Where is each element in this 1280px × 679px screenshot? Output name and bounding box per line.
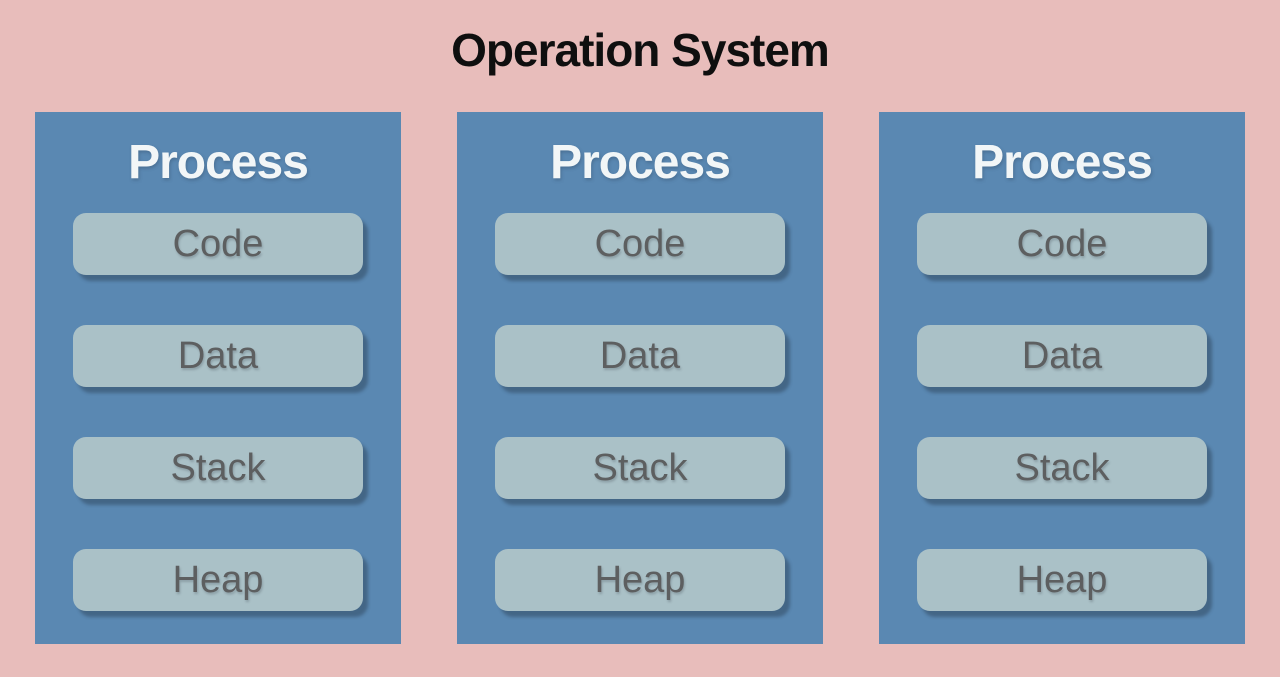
memory-block-code: Code bbox=[495, 213, 785, 275]
memory-block-heap: Heap bbox=[917, 549, 1207, 611]
process-panel-title: Process bbox=[550, 136, 731, 189]
memory-block-stack: Stack bbox=[495, 437, 785, 499]
memory-block-stack: Stack bbox=[917, 437, 1207, 499]
memory-block-data: Data bbox=[917, 325, 1207, 387]
process-panel-2: Process Code Data Stack Heap bbox=[457, 112, 823, 644]
memory-block-heap: Heap bbox=[73, 549, 363, 611]
process-panel-title: Process bbox=[128, 136, 309, 189]
memory-block-code: Code bbox=[73, 213, 363, 275]
memory-block-data: Data bbox=[495, 325, 785, 387]
diagram-title: Operation System bbox=[451, 24, 830, 76]
process-panel-1: Process Code Data Stack Heap bbox=[35, 112, 401, 644]
memory-block-code: Code bbox=[917, 213, 1207, 275]
memory-block-heap: Heap bbox=[495, 549, 785, 611]
memory-block-stack: Stack bbox=[73, 437, 363, 499]
process-panel-3: Process Code Data Stack Heap bbox=[879, 112, 1245, 644]
process-panels: Process Code Data Stack Heap Process Cod… bbox=[35, 112, 1245, 644]
process-panel-title: Process bbox=[972, 136, 1153, 189]
memory-block-data: Data bbox=[73, 325, 363, 387]
